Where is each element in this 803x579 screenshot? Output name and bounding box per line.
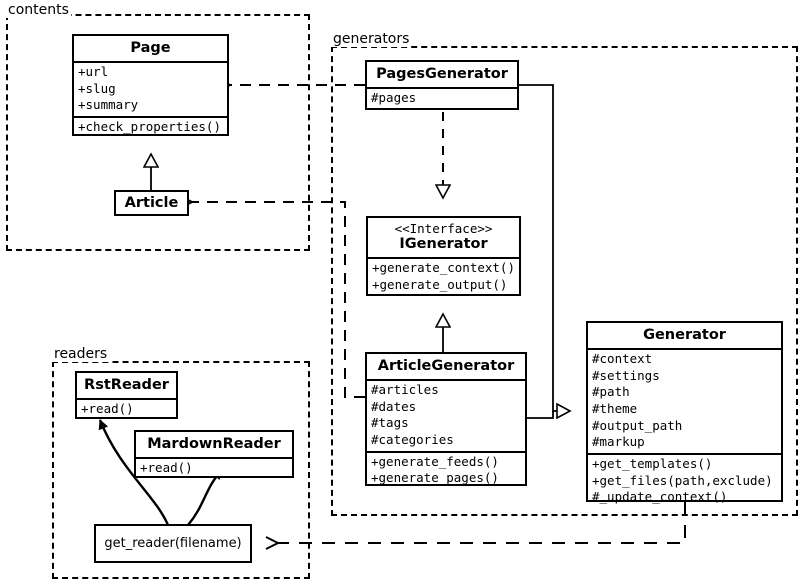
class-name-igenerator: IGenerator [399,236,488,252]
class-box-generator[interactable]: Generator #context #settings #path #them… [586,321,783,504]
class-method: #_update_context() [592,489,728,505]
package-frame-readers [52,361,310,579]
class-attribute: #categories [371,432,454,448]
class-attribute: #articles [371,382,439,398]
package-label-readers: readers [52,346,110,362]
class-name-generator: Generator [643,327,726,343]
class-attributes-generator: #context #settings #path #theme #output_… [588,348,781,453]
class-attribute: +summary [78,97,139,113]
class-method: +get_files(path,exclude) [592,472,773,488]
class-methods-page: +check_properties() [74,116,227,138]
class-attribute: #markup [592,434,645,450]
function-box-label: get_reader(filename) [104,536,242,551]
function-box-get-reader[interactable]: get_reader(filename) [94,524,252,563]
class-attribute: #output_path [592,417,683,433]
class-box-markdownreader[interactable]: MardownReader +read() [134,430,294,478]
class-method: +generate_feeds() [371,453,499,469]
class-attribute: #path [592,384,630,400]
package-label-generators: generators [331,31,412,47]
class-box-pagesgenerator[interactable]: PagesGenerator #pages [365,60,519,110]
package-label-contents: contents [6,2,71,18]
class-name-articlegenerator: ArticleGenerator [377,358,515,374]
class-attribute: +url [78,64,109,80]
class-name-rstreader: RstReader [84,377,169,393]
class-attribute: #theme [592,401,638,417]
class-box-article[interactable]: Article [114,190,189,216]
class-methods-igenerator: +generate_context() +generate_output() [368,257,519,295]
package-frame-contents [6,14,310,251]
class-attribute: #tags [371,415,409,431]
class-name-markdownreader: MardownReader [147,436,281,452]
class-method: +read() [140,460,193,476]
class-method: +check_properties() [78,119,221,135]
class-attributes-page: +url +slug +summary [74,61,227,116]
class-attribute: #pages [371,90,417,106]
class-box-igenerator[interactable]: <<Interface>> IGenerator +generate_conte… [366,216,521,296]
class-method: +get_templates() [592,455,713,471]
class-method: +generate_output() [372,276,508,292]
class-name-article: Article [124,195,179,211]
class-attribute: +slug [78,80,116,96]
class-methods-generator: +get_templates() +get_files(path,exclude… [588,452,781,508]
class-attribute: #context [592,351,653,367]
class-box-articlegenerator[interactable]: ArticleGenerator #articles #dates #tags … [365,352,527,486]
class-attribute: #settings [592,367,660,383]
class-method: +read() [81,401,134,417]
class-attributes-articlegenerator: #articles #dates #tags #categories [367,379,525,451]
class-name-pagesgenerator: PagesGenerator [376,66,508,82]
class-box-page[interactable]: Page +url +slug +summary +check_properti… [72,34,229,136]
class-method: +generate_pages() [371,470,499,486]
class-stereotype-igenerator: <<Interface>> [394,221,493,236]
class-methods-articlegenerator: +generate_feeds() +generate_pages() [367,450,525,489]
class-box-rstreader[interactable]: RstReader +read() [75,371,178,419]
class-method: +generate_context() [372,260,515,276]
class-name-page: Page [130,40,171,56]
class-attributes-pagesgenerator: #pages [367,87,517,109]
class-attribute: #dates [371,398,417,414]
class-methods-markdownreader: +read() [136,457,292,479]
class-methods-rstreader: +read() [77,398,176,420]
